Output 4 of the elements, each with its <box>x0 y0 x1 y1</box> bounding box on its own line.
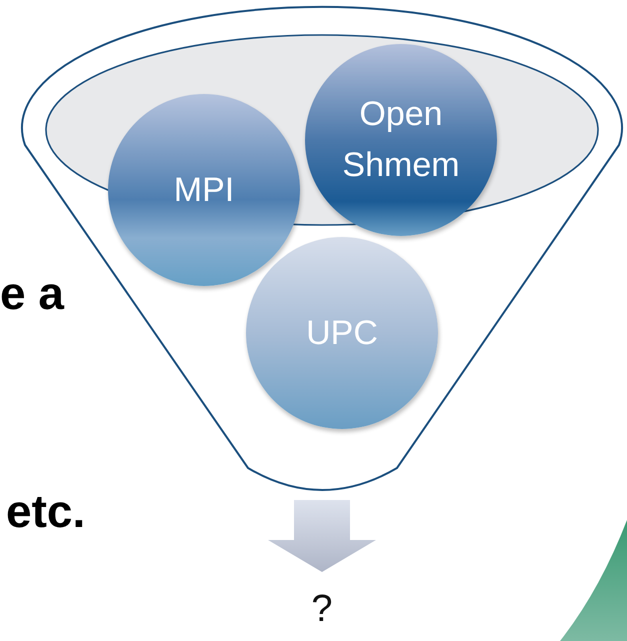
slide-text-fragment: e a <box>0 270 64 316</box>
down-arrow <box>268 500 376 572</box>
slide-text-fragment: etc. <box>6 488 86 534</box>
result-text: ? <box>300 588 344 631</box>
